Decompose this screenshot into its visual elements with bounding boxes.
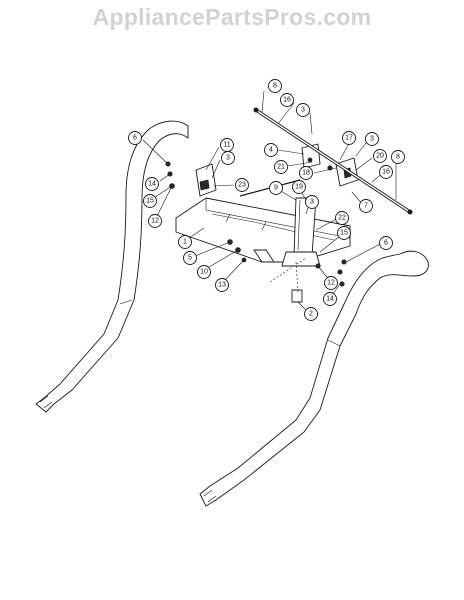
callout-17: 17: [342, 131, 356, 145]
callout-11: 11: [220, 138, 234, 152]
callout-14: 14: [323, 292, 337, 306]
cross-frame: [175, 197, 351, 263]
svg-text:3: 3: [226, 155, 230, 162]
callout-12: 12: [148, 214, 162, 228]
upper-shaft: [239, 107, 413, 215]
svg-text:14: 14: [326, 296, 334, 303]
callouts: 8 16 3 6 11 3 4 17 3 21 18 20 8 14 23 16…: [128, 79, 405, 321]
washer-14b-icon: [337, 269, 343, 275]
pivot-arm: [281, 197, 321, 303]
svg-text:15: 15: [146, 198, 154, 205]
svg-text:7: 7: [364, 203, 368, 210]
svg-text:12: 12: [327, 280, 335, 287]
callout-8: 8: [268, 79, 282, 93]
callout-5: 5: [183, 251, 197, 265]
svg-text:13: 13: [218, 282, 226, 289]
svg-text:6: 6: [384, 240, 388, 247]
svg-text:15: 15: [340, 230, 348, 237]
svg-text:23: 23: [238, 182, 246, 189]
callout-20: 20: [373, 149, 387, 163]
callout-23: 23: [235, 178, 249, 192]
svg-text:16: 16: [382, 169, 390, 176]
svg-text:14: 14: [148, 181, 156, 188]
svg-text:18: 18: [302, 170, 310, 177]
svg-text:9: 9: [274, 185, 278, 192]
svg-text:12: 12: [151, 218, 159, 225]
nut-4-icon: [307, 157, 313, 163]
left-bracket: [195, 163, 217, 197]
svg-text:16: 16: [283, 97, 291, 104]
right-handle-tube: [199, 250, 429, 507]
callout-22: 22: [335, 211, 349, 225]
nut-15b-icon: [339, 281, 345, 287]
svg-text:8: 8: [396, 154, 400, 161]
svg-text:5: 5: [188, 255, 192, 262]
callout-7: 7: [359, 199, 373, 213]
callout-15: 15: [337, 226, 351, 240]
svg-text:10: 10: [200, 269, 208, 276]
callout-16: 16: [379, 165, 393, 179]
upper-brackets: [301, 143, 359, 187]
svg-text:19: 19: [295, 184, 303, 191]
svg-text:20: 20: [376, 153, 384, 160]
callout-15: 15: [143, 194, 157, 208]
callout-12: 12: [324, 276, 338, 290]
callout-3: 3: [305, 195, 319, 209]
svg-text:6: 6: [133, 135, 137, 142]
callout-2: 2: [304, 307, 318, 321]
svg-text:8: 8: [273, 83, 277, 90]
bolt-6b-icon: [341, 259, 347, 265]
callout-8: 8: [391, 150, 405, 164]
callout-16: 16: [280, 93, 294, 107]
svg-text:21: 21: [277, 164, 285, 171]
svg-text:3: 3: [301, 107, 305, 114]
callout-6: 6: [128, 131, 142, 145]
callout-14: 14: [145, 177, 159, 191]
svg-text:22: 22: [338, 215, 346, 222]
callout-19: 19: [292, 180, 306, 194]
callout-1: 1: [178, 235, 192, 249]
callout-3: 3: [365, 132, 379, 146]
callout-10: 10: [197, 265, 211, 279]
callout-9: 9: [269, 181, 283, 195]
svg-text:3: 3: [370, 136, 374, 143]
callout-4: 4: [264, 143, 278, 157]
callout-21: 21: [274, 160, 288, 174]
svg-text:3: 3: [310, 199, 314, 206]
watermark-text: AppliancePartsPros.com: [92, 4, 372, 30]
svg-text:1: 1: [183, 239, 187, 246]
callout-6: 6: [379, 236, 393, 250]
svg-text:11: 11: [223, 142, 230, 149]
callout-18: 18: [299, 166, 313, 180]
svg-text:17: 17: [345, 135, 353, 142]
callout-3: 3: [221, 151, 235, 165]
callout-13: 13: [215, 278, 229, 292]
svg-text:2: 2: [309, 311, 313, 318]
bolt-2-shape: [291, 289, 303, 303]
svg-text:4: 4: [269, 147, 273, 154]
callout-3: 3: [296, 103, 310, 117]
left-handle-tube: [35, 120, 189, 413]
